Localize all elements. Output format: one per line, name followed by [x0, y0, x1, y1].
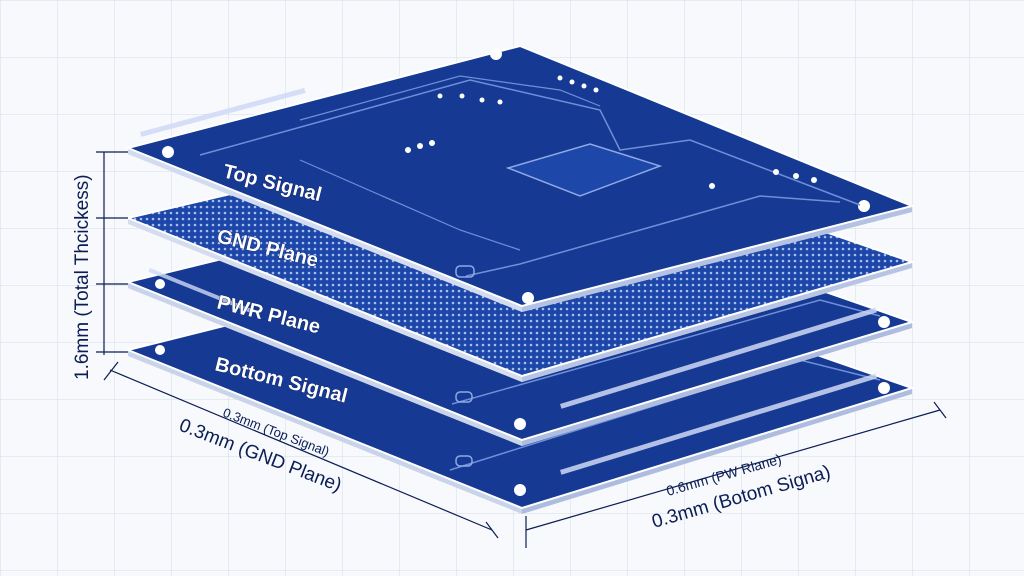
mount-hole: [155, 279, 165, 289]
edge-connector-pads: [140, 88, 306, 137]
mount-hole: [514, 418, 526, 430]
mount-hole: [878, 382, 890, 394]
edge-pads-left: [148, 268, 252, 313]
ic-chip: [505, 143, 663, 197]
layer-top-signal: [124, 44, 916, 312]
trace: [465, 195, 841, 277]
thickness-dimension: [96, 151, 128, 355]
edge-connector-pads: [560, 373, 878, 475]
mount-hole: [522, 292, 534, 304]
trace: [299, 75, 601, 121]
mount-hole: [858, 200, 870, 212]
mount-hole: [162, 146, 174, 158]
mount-hole: [878, 316, 890, 328]
trace: [199, 79, 861, 206]
test-pad: [455, 265, 475, 278]
vias: [405, 75, 817, 189]
mount-hole: [514, 484, 526, 496]
mount-hole: [155, 345, 165, 355]
edge-connector-pads: [560, 307, 878, 409]
width-dimension-left: [103, 361, 499, 539]
dim-total-thickness: 1.6mm (Total Thcickess): [72, 174, 93, 380]
mount-hole: [490, 48, 502, 60]
trace: [299, 159, 521, 251]
width-dimension-right: [525, 401, 947, 548]
